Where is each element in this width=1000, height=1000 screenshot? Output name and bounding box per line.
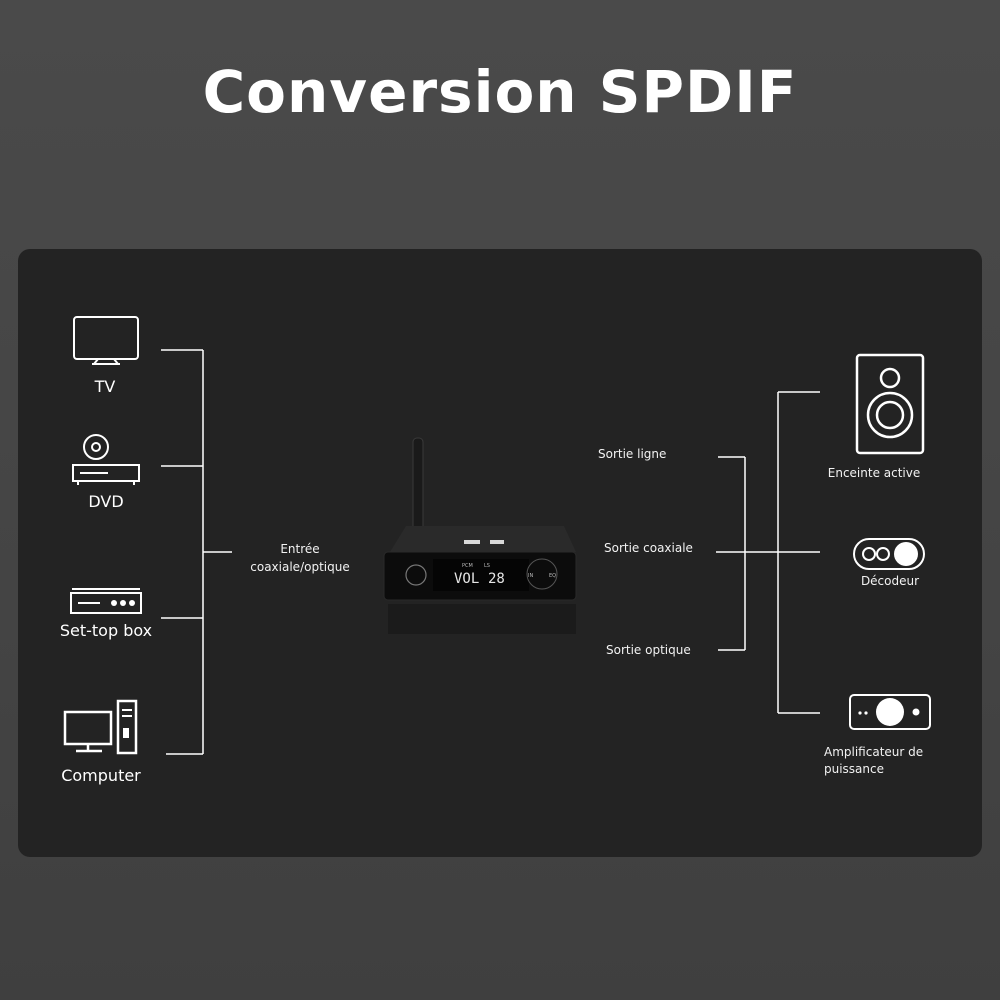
dvd-player-icon	[72, 434, 140, 485]
input-label: Entrée coaxiale/optique	[250, 542, 350, 574]
source-label-set-top-box: Set-top box	[59, 621, 153, 640]
destination-label-speaker: Enceinte active	[827, 466, 921, 480]
display-mode: VOL	[454, 571, 479, 587]
output-label-line: Sortie ligne	[598, 447, 667, 461]
speaker-icon	[855, 353, 925, 455]
pcm-indicator: PCM	[462, 563, 473, 569]
set-top-box-icon	[70, 588, 142, 614]
display-value: 28	[488, 571, 505, 587]
source-label-computer: Computer	[61, 766, 141, 785]
output-label-optical: Sortie optique	[606, 643, 691, 657]
decoder-icon	[853, 538, 925, 570]
source-label-dvd: DVD	[88, 492, 124, 511]
tv-icon	[73, 316, 139, 365]
destination-label-decoder: Décodeur	[860, 574, 920, 588]
output-label-coaxial: Sortie coaxiale	[604, 541, 693, 555]
page-title: Conversion SPDIF	[202, 58, 798, 126]
destination-label-amplifier: Amplificateur de puissance	[824, 745, 924, 776]
spdif-converter-device: VOL 28 PCM LS IN EQ	[383, 437, 577, 634]
ls-indicator: LS	[484, 563, 490, 569]
in-button-label: IN	[528, 573, 533, 579]
computer-icon	[63, 699, 138, 755]
amplifier-icon	[849, 694, 931, 730]
eq-button-label: EQ	[549, 573, 556, 579]
source-label-tv: TV	[94, 377, 116, 396]
